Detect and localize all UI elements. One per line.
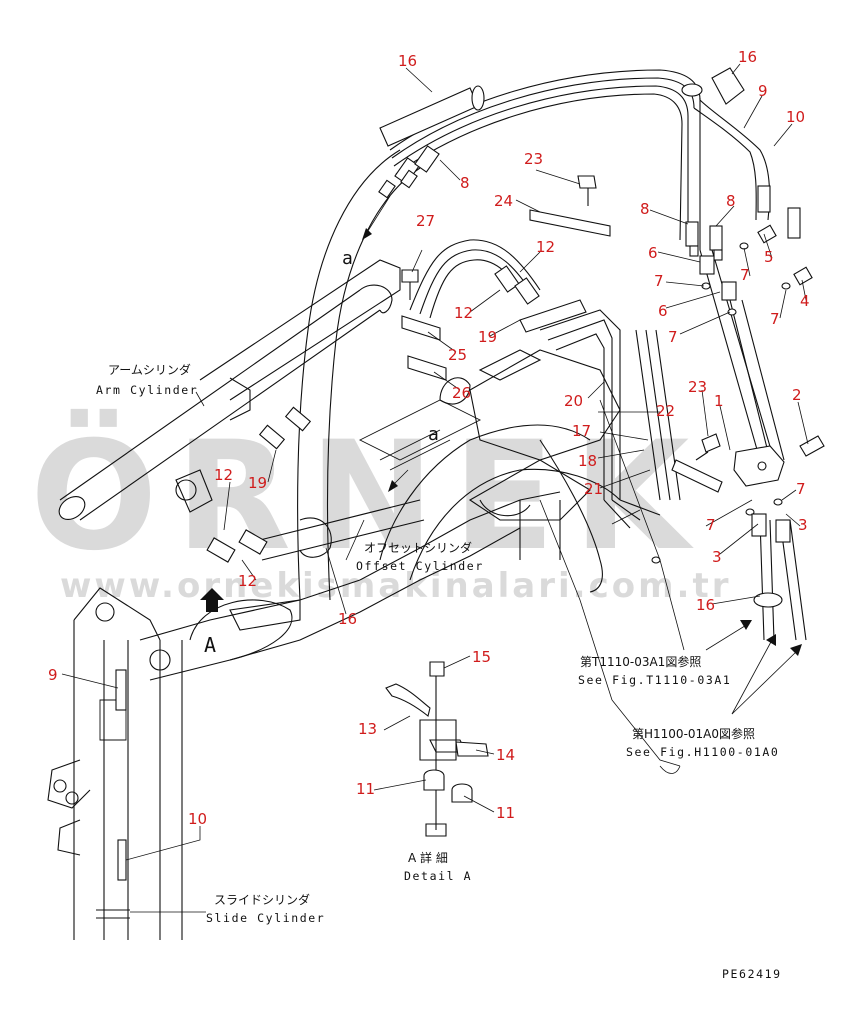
ref-h1100-jp-label: 第H1100-01A0図参照 [632, 726, 755, 741]
hoses [379, 67, 807, 641]
arm-cylinder-label: Arm Cylinder [96, 383, 198, 397]
callout-11: 11 [356, 780, 375, 798]
callout-7: 7 [654, 272, 664, 290]
callout-8: 8 [726, 192, 736, 210]
view-arrow-icon [200, 588, 224, 612]
callout-9: 9 [48, 666, 58, 684]
callout-10: 10 [188, 810, 207, 828]
drawing-number: PE62419 [722, 967, 782, 981]
boom-structure [47, 149, 621, 940]
callout-16: 16 [398, 52, 417, 70]
watermark: ÖRNEK www.ornekismakinalari.com.tr [30, 408, 731, 606]
callout-25: 25 [448, 346, 467, 364]
callout-2: 2 [792, 386, 802, 404]
view-a-label: A [204, 633, 216, 657]
callout-1: 1 [714, 392, 724, 410]
callout-6: 6 [648, 244, 658, 262]
callout-9: 9 [758, 82, 768, 100]
callout-7: 7 [740, 266, 750, 284]
callout-24: 24 [494, 192, 513, 210]
callout-10: 10 [786, 108, 805, 126]
callout-16: 16 [738, 48, 757, 66]
callout-17: 17 [572, 422, 591, 440]
callout-26: 26 [452, 384, 471, 402]
callout-18: 18 [578, 452, 597, 470]
callout-23: 23 [524, 150, 543, 168]
callout-7: 7 [668, 328, 678, 346]
leader-lines [61, 63, 809, 913]
callout-11: 11 [496, 804, 515, 822]
callout-23: 23 [688, 378, 707, 396]
callout-14: 14 [496, 746, 515, 764]
callout-20: 20 [564, 392, 583, 410]
callout-5: 5 [764, 248, 774, 266]
slide-cylinder-jp-label: スライドシリンダ [214, 892, 310, 907]
arm-cylinder-jp-label: アームシリンダ [108, 362, 191, 377]
callout-6: 6 [658, 302, 668, 320]
callout-3: 3 [798, 516, 808, 534]
callout-22: 22 [656, 402, 675, 420]
slide-cylinder-label: Slide Cylinder [206, 911, 325, 925]
watermark-url: www.ornekismakinalari.com.tr [60, 566, 731, 606]
section-a-label: a [428, 424, 439, 445]
offset-cylinder-label: Offset Cylinder [356, 559, 484, 573]
offset-cylinder-jp-label: オフセットシリンダ [364, 540, 472, 555]
callout-3: 3 [712, 548, 722, 566]
text-labels: アームシリンダ Arm Cylinder オフセットシリンダ Offset Cy… [96, 248, 782, 981]
watermark-brand: ÖRNEK [30, 408, 707, 584]
callout-7: 7 [706, 516, 716, 534]
detail-a-label: Detail A [404, 869, 472, 883]
callout-7: 7 [770, 310, 780, 328]
callout-12: 12 [536, 238, 555, 256]
callout-16: 16 [338, 610, 357, 628]
callout-7: 7 [796, 480, 806, 498]
ref-t1110-jp-label: 第T1110-03A1図参照 [580, 654, 701, 669]
callout-15: 15 [472, 648, 491, 666]
callout-19: 19 [478, 328, 497, 346]
callout-8: 8 [460, 174, 470, 192]
detail-a-jp-label: A 詳 細 [408, 850, 448, 865]
callout-13: 13 [358, 720, 377, 738]
section-a-label: a [342, 248, 353, 269]
callout-27: 27 [416, 212, 435, 230]
callout-12: 12 [214, 466, 233, 484]
callout-4: 4 [800, 292, 810, 310]
ref-t1110-label: See Fig.T1110-03A1 [578, 673, 731, 687]
detail-a [385, 661, 489, 837]
callout-12: 12 [238, 572, 257, 590]
ref-h1100-label: See Fig.H1100-01A0 [626, 745, 779, 759]
callout-8: 8 [640, 200, 650, 218]
callout-16: 16 [696, 596, 715, 614]
callout-21: 21 [584, 480, 603, 498]
callout-numbers: 16 16 16 16 9 9 10 10 8 8 8 23 23 24 12 … [48, 48, 810, 828]
fittings [115, 145, 825, 881]
callout-19: 19 [248, 474, 267, 492]
callout-12: 12 [454, 304, 473, 322]
